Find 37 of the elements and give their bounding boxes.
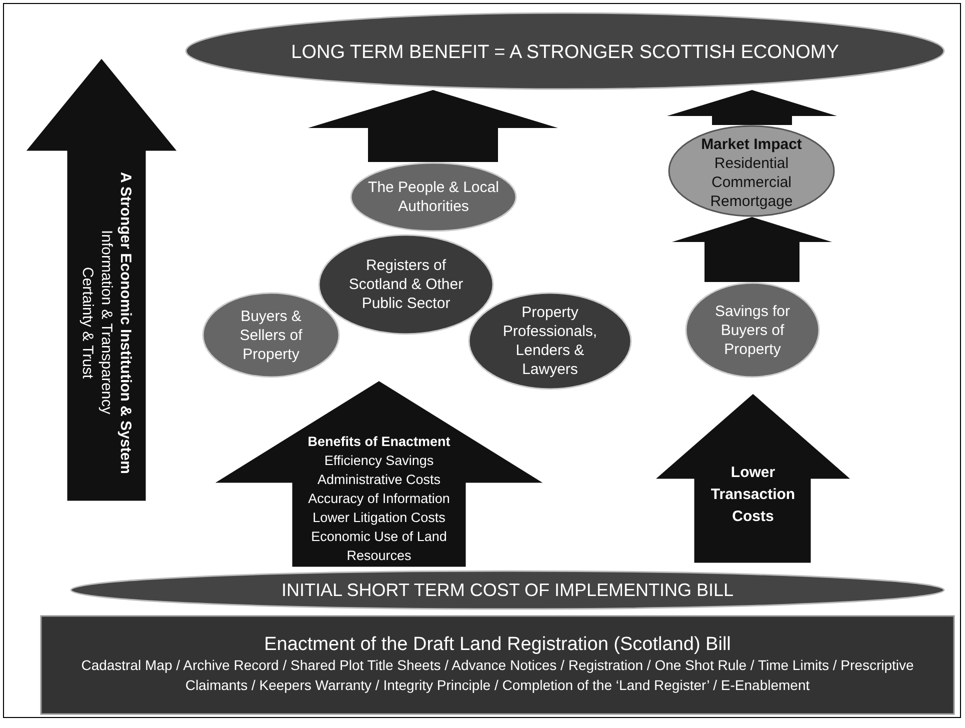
node-text: Remortgage — [710, 192, 793, 210]
ellipse-node — [202, 292, 340, 378]
node-title: Lower Transaction Costs — [710, 463, 796, 527]
node-title: Buyers & Sellers of Property — [238, 306, 304, 364]
ellipse-node — [350, 162, 517, 232]
block-arrow-node — [218, 382, 540, 566]
ellipse-node — [668, 125, 835, 217]
node-title: LONG TERM BENEFIT = A STRONGER SCOTTISH ECONOMY — [291, 42, 839, 62]
ellipse-node — [185, 12, 945, 90]
node-text: Economic Use of Land Resources — [310, 528, 448, 565]
node-title: Property Professionals, Lenders & Lawyers — [502, 303, 598, 379]
node-text: Accuracy of Information — [308, 490, 450, 508]
ellipse-node — [318, 234, 494, 335]
node-title: Savings for Buyers of Property — [714, 302, 792, 358]
ellipse-node — [468, 292, 632, 390]
block-arrow — [308, 90, 558, 162]
node-title: INITIAL SHORT TERM COST OF IMPLEMENTING BILL — [281, 580, 734, 600]
rectangle-node — [40, 615, 955, 715]
node-title: The People & Local Authorities — [368, 178, 499, 216]
ellipse-node — [70, 570, 945, 610]
node-title: Registers of Scotland & Other Public Sector — [348, 256, 464, 313]
node-text: Lower Litigation Costs — [312, 509, 446, 527]
node-title: Enactment of the Draft Land Registration (Scotland) Bill — [264, 635, 731, 655]
block-arrow — [672, 217, 832, 282]
node-text: Efficiency Savings — [324, 452, 434, 470]
node-title: Market Impact — [701, 134, 802, 154]
node-title: A Stronger Economic Institution & System — [116, 172, 135, 474]
node-text: Certainty & Trust — [78, 266, 97, 378]
node-title: Benefits of Enactment — [308, 433, 450, 451]
block-arrow-node — [28, 60, 175, 500]
block-arrow-node — [658, 395, 848, 562]
ellipse-node — [685, 282, 820, 378]
node-text: Cadastral Map / Archive Record / Shared Plot Title Sheets / Advance Notices / Registration / One Shot Rule / Time Limits / Prescriptive Claimants / Keepers Warranty / Integrity Principle / Completion of the ‘Land Register’ / E-Enablement — [80, 656, 915, 695]
node-text: Commercial — [711, 172, 792, 192]
node-text: Information & Transparency — [97, 230, 116, 415]
node-text: Administrative Costs — [317, 471, 441, 489]
node-text: Residential — [714, 154, 789, 172]
